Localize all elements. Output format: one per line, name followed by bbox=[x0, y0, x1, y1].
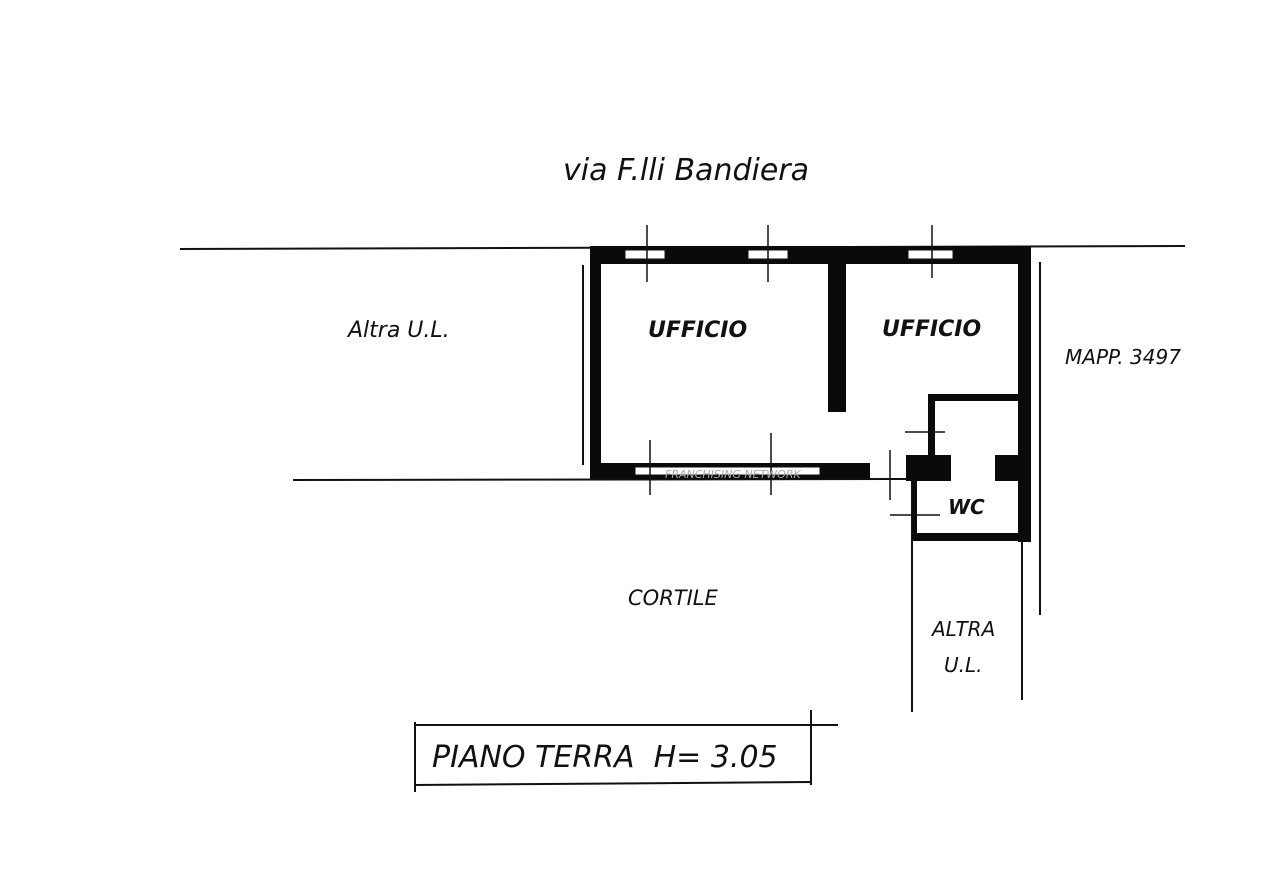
floor-label: PIANO TERRA H= 3.05 bbox=[432, 740, 778, 775]
room-label-office-right: UFFICIO bbox=[882, 317, 981, 342]
window-ticks bbox=[646, 225, 945, 516]
neighbor-right-label: MAPP. 3497 bbox=[1065, 345, 1181, 369]
neighbor-left-label: Altra U.L. bbox=[346, 318, 450, 343]
neighbor-bottom-right-line1: ALTRA bbox=[930, 617, 995, 641]
windows bbox=[624, 249, 954, 476]
watermark: FRANCHISING NETWORK bbox=[665, 468, 801, 481]
room-label-office-left: UFFICIO bbox=[648, 318, 747, 343]
floor-label-box bbox=[414, 710, 838, 792]
neighbor-bottom-right-line2: U.L. bbox=[944, 653, 983, 677]
room-label-wc: WC bbox=[948, 495, 985, 519]
courtyard-label: CORTILE bbox=[628, 586, 719, 610]
street-name: via F.lli Bandiera bbox=[563, 153, 809, 188]
